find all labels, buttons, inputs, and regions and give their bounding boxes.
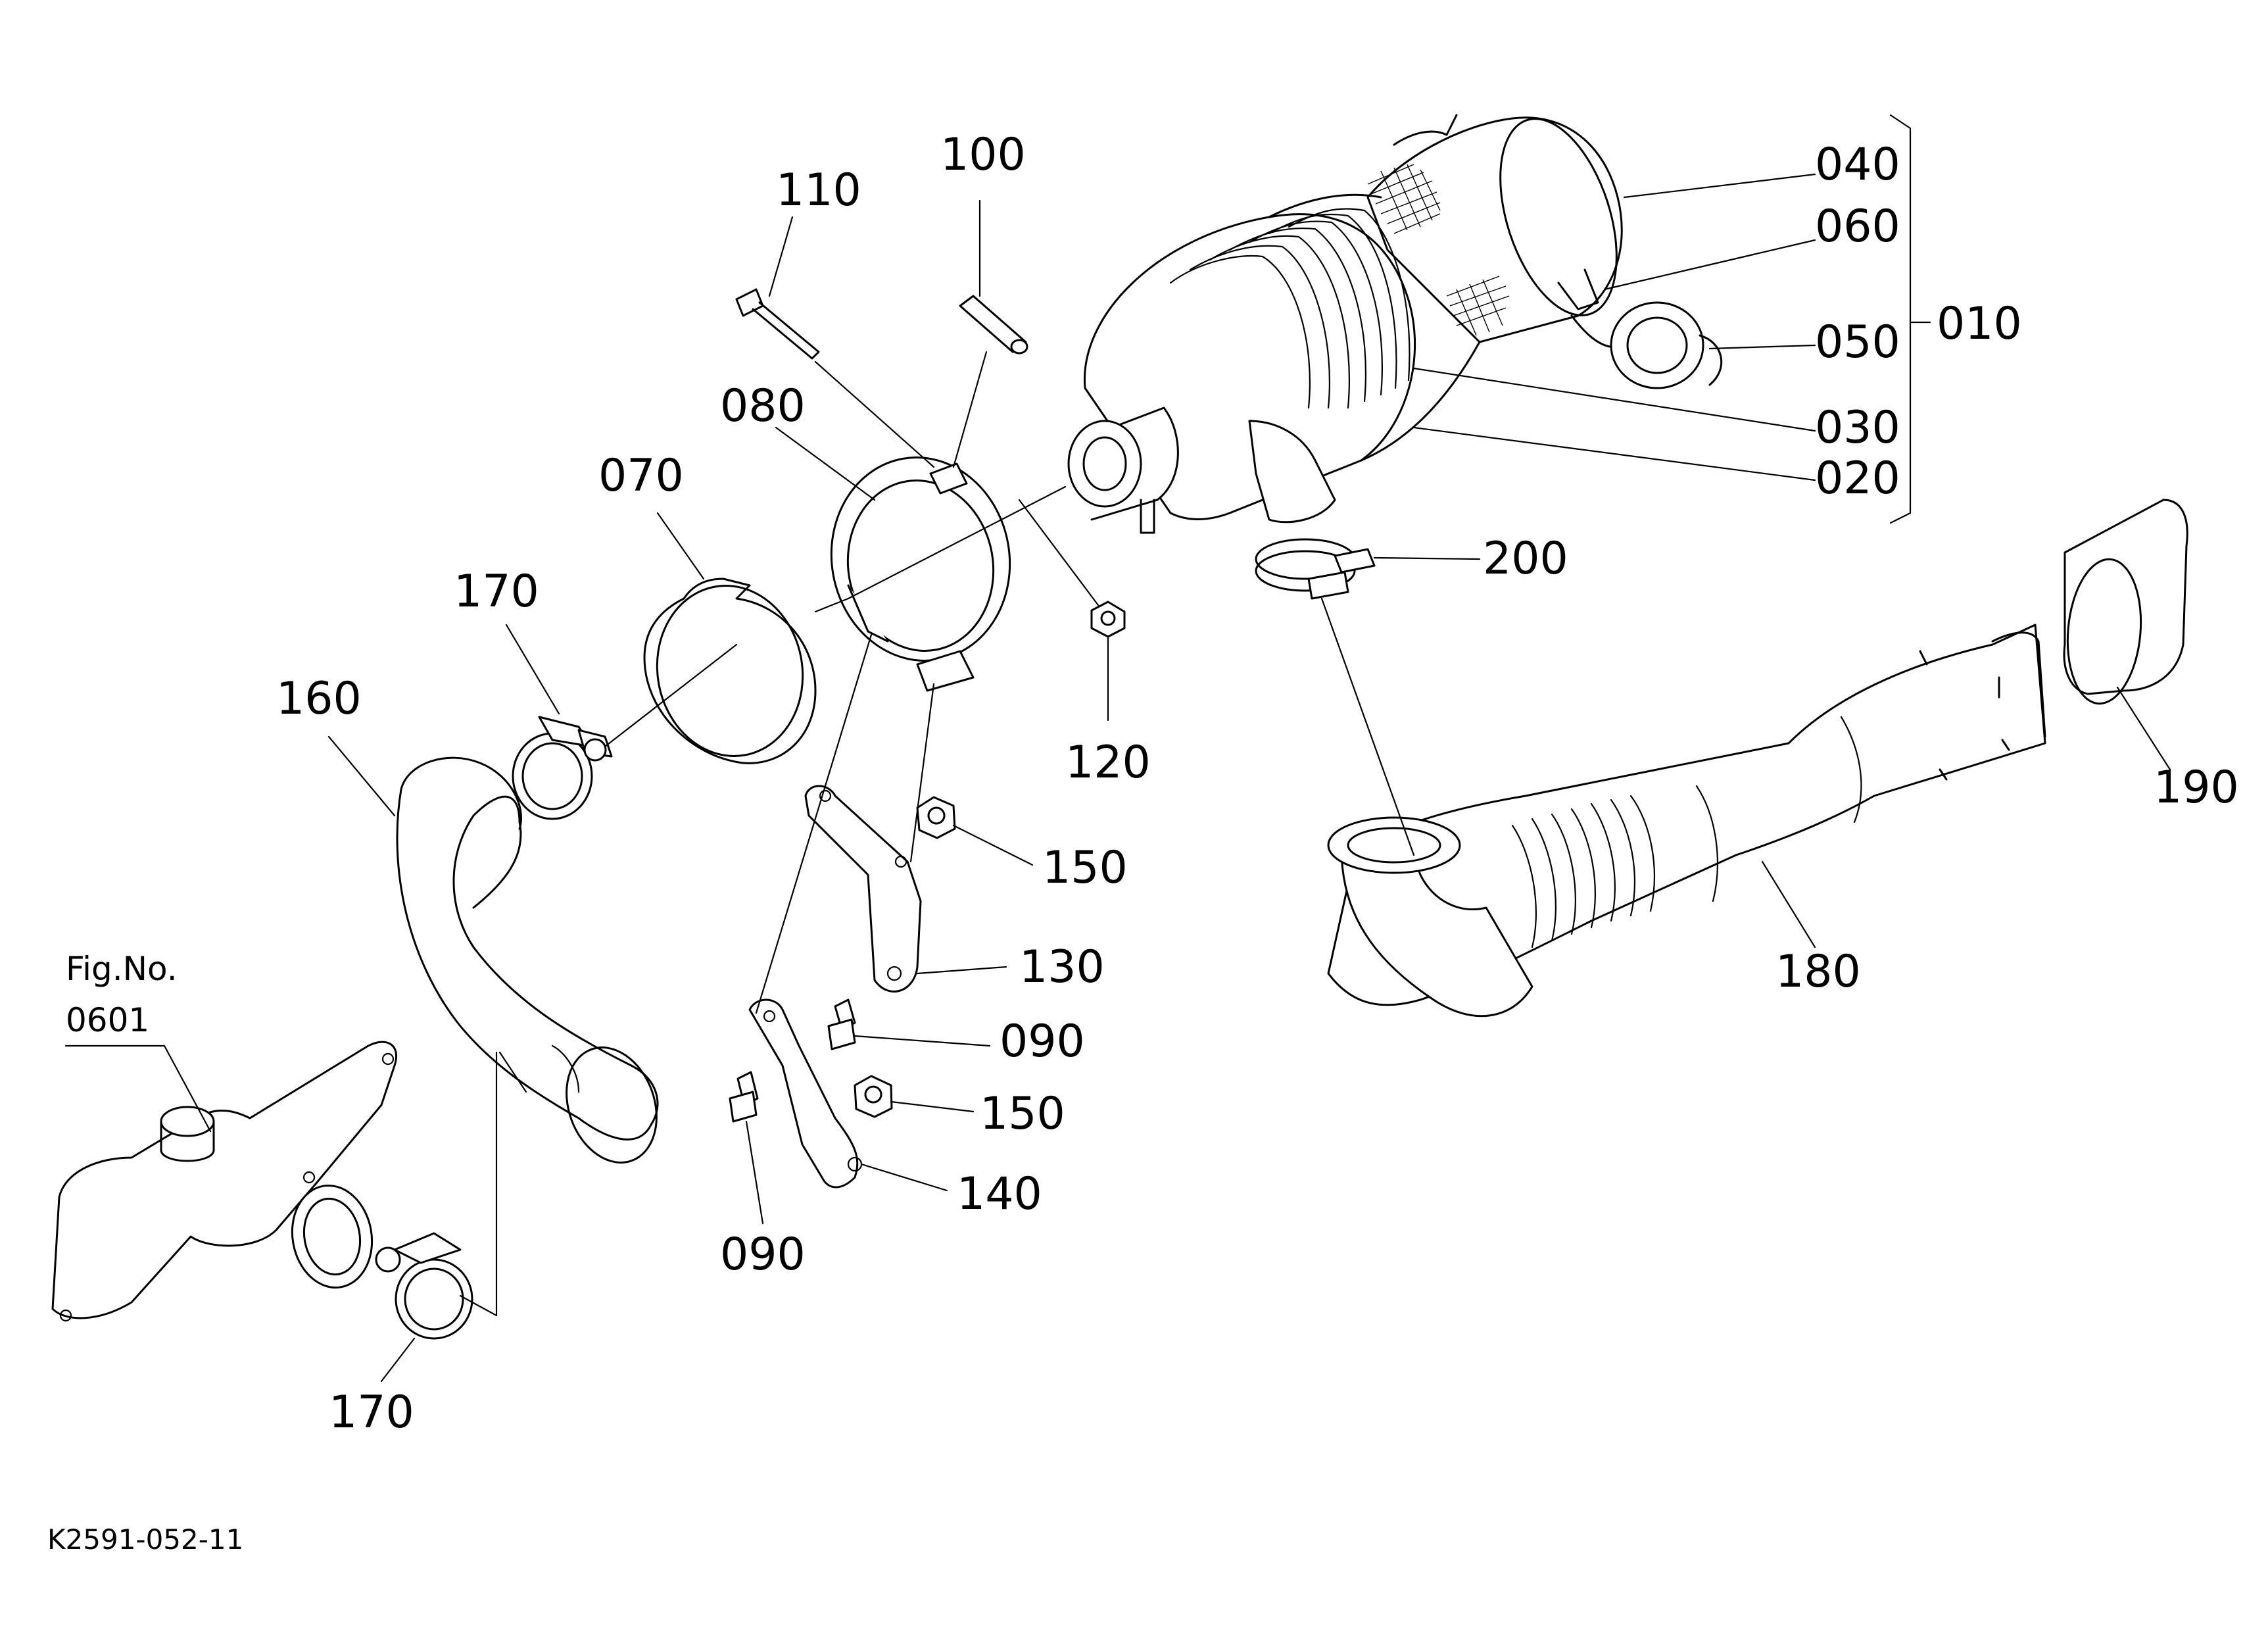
mesh-pattern <box>1367 164 1510 336</box>
callout-150-lower: 150 <box>980 1088 1065 1140</box>
hose-160 <box>396 756 659 1164</box>
callout-180: 180 <box>1775 946 1861 998</box>
stay-130 <box>804 785 922 993</box>
callout-120: 120 <box>1065 737 1151 789</box>
band-080 <box>830 456 1011 692</box>
clamp-170-lower <box>375 1232 473 1340</box>
callout-050: 050 <box>1815 316 1900 368</box>
callout-190: 190 <box>2154 762 2239 814</box>
callout-030: 030 <box>1815 402 1900 454</box>
callout-150-upper: 150 <box>1042 842 1128 894</box>
air-cleaner-assembly <box>1067 114 1723 600</box>
callout-090-upper: 090 <box>1000 1016 1085 1068</box>
callout-labels: 040 060 050 010 030 020 200 190 180 100 … <box>47 129 2239 1556</box>
callout-170-lower: 170 <box>329 1387 414 1438</box>
callout-170-upper: 170 <box>454 566 539 618</box>
bolt-110 <box>735 288 820 360</box>
callout-090-lower: 090 <box>720 1229 806 1281</box>
bolt-090-upper <box>827 998 856 1050</box>
nut-120 <box>1090 601 1126 638</box>
strap-070 <box>643 578 817 764</box>
nut-150-lower <box>854 1075 893 1118</box>
nut-150-upper <box>916 796 956 839</box>
callout-040: 040 <box>1815 139 1900 191</box>
callout-100: 100 <box>940 129 1026 181</box>
clamp-170-upper <box>512 716 613 820</box>
callout-080: 080 <box>720 380 806 432</box>
fig-no-label: Fig.No. <box>66 950 178 988</box>
callout-020: 020 <box>1815 453 1900 504</box>
callout-130: 130 <box>1019 941 1105 993</box>
callout-010: 010 <box>1937 298 2022 350</box>
intake-manifold-0601 <box>51 1041 398 1322</box>
rubber-cap-190 <box>2063 499 2188 705</box>
callout-200: 200 <box>1483 533 1568 585</box>
drawing-code: K2591-052-11 <box>47 1523 243 1556</box>
pin-100 <box>959 295 1028 355</box>
callout-160: 160 <box>276 673 362 725</box>
fig-no-number: 0601 <box>66 1001 149 1039</box>
callout-110: 110 <box>776 164 861 216</box>
callout-140: 140 <box>957 1168 1042 1220</box>
leader-lines <box>64 114 2171 1383</box>
callout-070: 070 <box>598 450 684 502</box>
intake-hose-180 <box>1327 624 2046 1018</box>
bolt-090-lower <box>729 1071 759 1123</box>
callout-060: 060 <box>1815 201 1900 253</box>
